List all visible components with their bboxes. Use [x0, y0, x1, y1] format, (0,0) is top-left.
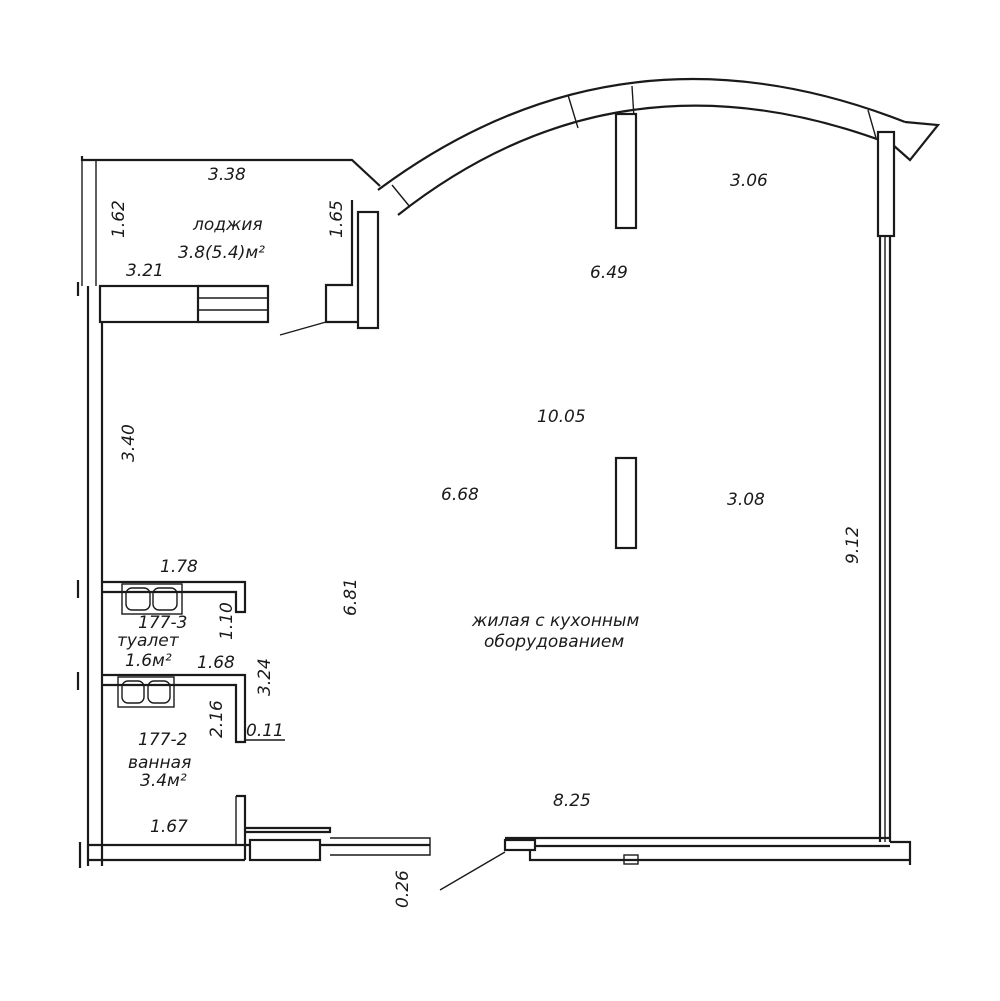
arc-wall	[377, 78, 941, 216]
living-name-line1: жилая с кухонным	[471, 611, 639, 631]
dim-0-11: 0.11	[246, 721, 284, 741]
toilet-number: 177-3	[138, 613, 187, 633]
loggia	[80, 156, 381, 336]
dim-6-81: 6.81	[341, 578, 361, 616]
dim-8-25: 8.25	[553, 791, 591, 811]
dim-6-49: 6.49	[590, 263, 628, 283]
dim-3-40: 3.40	[119, 424, 139, 462]
living-name-line2: оборудованием	[484, 632, 624, 652]
dim-1-10: 1.10	[217, 602, 237, 640]
loggia-name: лоджия	[192, 215, 263, 235]
room-labels: лоджия 3.8(5.4)м² 177-3 туалет 1.6м² 177…	[117, 215, 639, 791]
dim-6-68: 6.68	[441, 485, 479, 505]
bathroom	[102, 673, 285, 860]
dimension-labels: 3.38 1.62 1.65 3.21 3.06 6.49 10.05 3.40…	[109, 165, 863, 908]
bathroom-area: 3.4м²	[140, 771, 187, 791]
bottom-wall	[78, 826, 910, 891]
bathroom-number: 177-2	[138, 730, 187, 750]
dim-3-06: 3.06	[730, 171, 768, 191]
dim-1-67: 1.67	[150, 817, 188, 837]
dim-3-24: 3.24	[255, 658, 275, 696]
dim-10-05: 10.05	[537, 407, 586, 427]
dim-9-12: 9.12	[843, 526, 863, 564]
dim-1-68: 1.68	[197, 653, 235, 673]
dim-3-21: 3.21	[126, 261, 164, 281]
dim-3-08: 3.08	[727, 490, 765, 510]
right-wall	[876, 130, 912, 865]
dim-2-16: 2.16	[207, 700, 227, 738]
toilet-name: туалет	[117, 631, 180, 651]
toilet	[102, 580, 247, 615]
loggia-area: 3.8(5.4)м²	[178, 243, 265, 263]
dim-0-26: 0.26	[393, 870, 413, 908]
bathroom-name: ванная	[128, 753, 191, 773]
dim-1-78: 1.78	[160, 557, 198, 577]
dim-3-38: 3.38	[208, 165, 246, 185]
dim-1-65: 1.65	[327, 200, 347, 238]
toilet-area: 1.6м²	[125, 651, 172, 671]
column-top	[614, 112, 638, 230]
dim-1-62: 1.62	[109, 200, 129, 238]
column-middle	[614, 456, 638, 550]
left-wall	[76, 282, 104, 866]
